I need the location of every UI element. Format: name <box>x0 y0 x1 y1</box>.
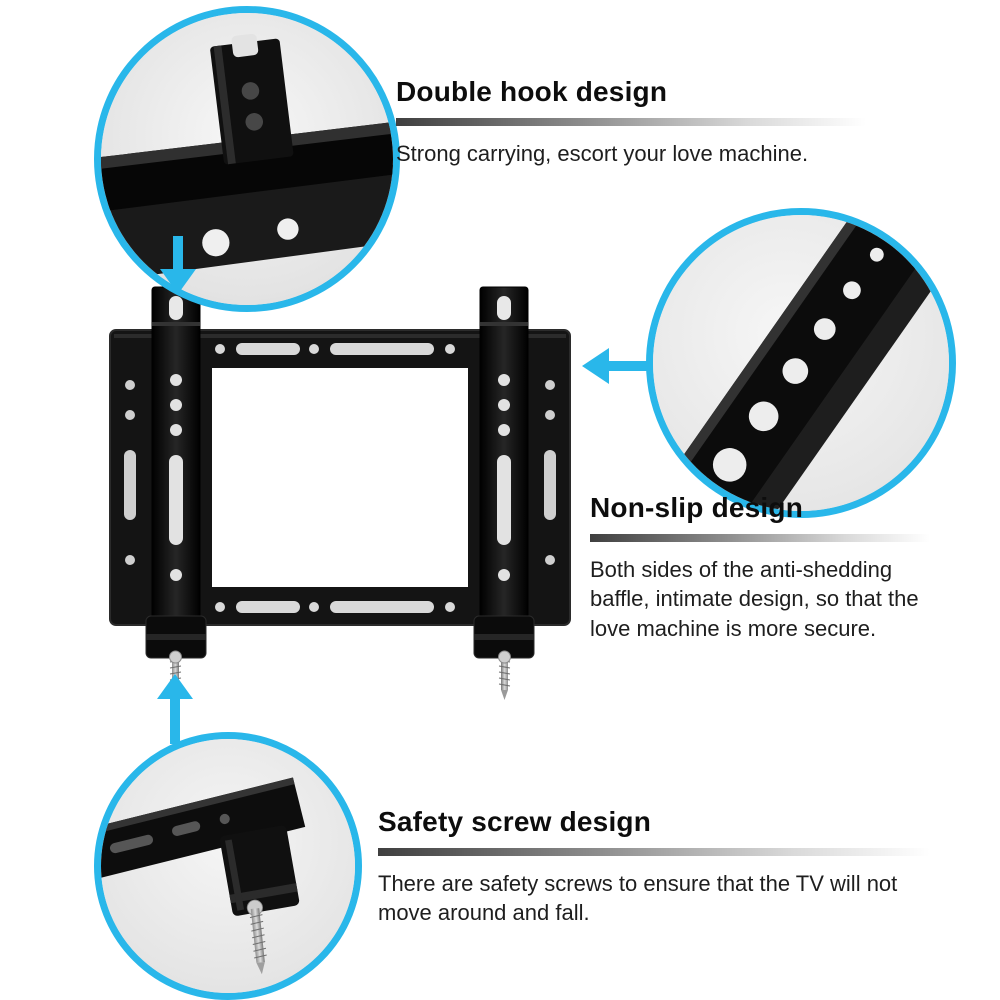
safety-screw-callout-circle <box>94 732 362 1000</box>
feature-title: Non-slip design <box>590 492 803 523</box>
gradient-divider <box>396 118 866 127</box>
arrow-left-icon <box>582 348 652 384</box>
arrow-down-icon <box>160 236 196 294</box>
feature-title: Double hook design <box>396 76 668 107</box>
feature-safety-screw: Safety screw design There are safety scr… <box>378 806 940 928</box>
non-slip-callout-circle <box>646 208 956 518</box>
arrow-up-icon <box>157 674 193 744</box>
feature-non-slip: Non-slip design Both sides of the anti-s… <box>590 492 942 643</box>
double-hook-closeup-photo <box>101 13 393 305</box>
non-slip-rail-closeup-photo <box>653 215 949 511</box>
gradient-divider <box>378 848 930 857</box>
feature-title: Safety screw design <box>378 806 652 837</box>
feature-description: Strong carrying, escort your love machin… <box>396 141 809 167</box>
safety-screw-closeup-photo <box>101 739 355 993</box>
gradient-divider <box>590 534 930 543</box>
tv-wall-mount-bracket-photo <box>109 286 571 701</box>
double-hook-callout-circle <box>94 6 400 312</box>
feature-description: Both sides of the anti-shedding baffle, … <box>590 557 919 641</box>
feature-double-hook: Double hook design Strong carrying, esco… <box>396 76 876 168</box>
feature-description: There are safety screws to ensure that t… <box>378 871 898 926</box>
